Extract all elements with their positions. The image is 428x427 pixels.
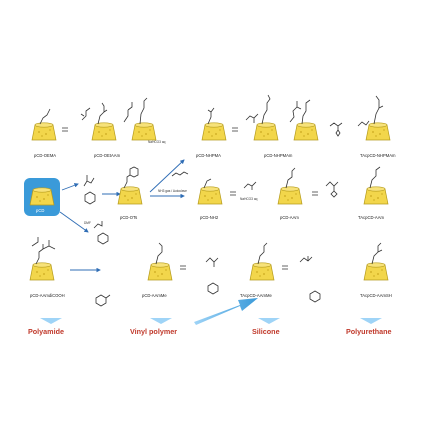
side-chain [207,107,215,125]
cd-unit [117,186,143,205]
side-chain [289,101,302,123]
side-chain [301,99,311,125]
anhydride-reagent [325,181,339,198]
side-chain [257,242,268,265]
equilibrium-arrow [232,127,238,132]
node-label: TAcpCD-AAmMe [240,293,272,298]
reagent-label: NaHCO3 aq [148,140,166,144]
reaction-arrow [149,159,185,193]
anhydride-reagent [93,221,109,245]
thio-reagent [299,256,321,303]
anhydride-reagent [95,294,111,307]
node-label: pCD-OEMA [34,153,56,158]
cd-unit [29,187,55,206]
acryl-reagent [243,181,257,190]
node-label: pCD-NH2 [200,215,219,220]
big-blue-arrow [194,298,258,325]
cd-unit [147,262,173,281]
down-arrow-icon [258,318,280,324]
cd-unit [91,122,117,141]
category-polyurethane: Polyurethane [346,327,392,336]
cd-unit [31,122,57,141]
side-chain [285,167,296,189]
node-label: pCD-AAmMe [142,293,167,298]
reaction-arrow [59,211,89,233]
cd-unit [363,262,389,281]
cd-unit [249,262,275,281]
cd-unit [277,186,303,205]
side-chain [35,240,56,265]
node-label: TAcpCD-AAmSH [360,293,392,298]
cd-unit [365,122,391,141]
side-chain [123,166,139,189]
node-label: pCD-NHPMA [196,153,221,158]
side-chain [155,242,163,265]
row-1: pCD-OEMA pCD-OEtAAm NaHCO3 aq pCD-NHPMA … [31,94,396,158]
side-chain [357,120,370,127]
cd-unit [293,122,319,141]
category-polyamide: Polyamide [28,327,64,336]
down-arrow-icon [150,318,172,324]
side-chain [261,94,271,125]
tosyl-reagent [83,175,96,205]
node-label: pCD-OTs [120,215,137,220]
reaction-arrow [61,183,79,191]
down-arrow-icon [40,318,62,324]
polymer-categories: Polyamide Vinyl polymer Silicone Polyure… [28,298,392,336]
reagent-label: NH3 gas / Autoclave [158,189,187,193]
cd-unit [363,186,389,205]
side-chain [371,242,383,265]
row-3: DMF pCD-AAmdiCOOH pCD-AAmMe TAcpCD-AAmMe… [29,211,392,307]
anhydride-reagent [205,257,219,295]
node-label: TAcpCD-NHPMAm [360,153,396,158]
node-label: pCD-AAm [280,215,299,220]
down-arrow-icon [360,318,382,324]
equilibrium-arrow [180,265,186,270]
side-chain [123,102,133,123]
row-2: pCD pCD-OTs NH3 gas / Autoclave pCD-NH2 … [24,159,389,220]
side-chain [39,108,51,125]
side-chain [80,107,91,121]
equilibrium-arrow [312,191,318,196]
node-label: pCD-AAmdiCOOH [30,293,65,298]
node-label: pCD-OEtAAm [94,153,121,158]
side-chain [97,102,108,125]
category-vinyl-polymer: Vinyl polymer [130,327,177,336]
cd-unit [131,122,157,141]
side-chain [369,166,381,189]
cd-unit [29,262,55,281]
cd-unit [253,122,279,141]
equilibrium-arrow [282,265,288,270]
cd-unit [201,122,227,141]
equilibrium-arrow [62,127,68,132]
side-chain [31,237,39,247]
side-chain [329,122,343,137]
node-label: pCD-NHPMAm [264,153,293,158]
side-chain [373,95,384,125]
reagent-label: NaHCO3 aq [240,197,258,201]
pcd-label: pCD [36,208,44,213]
category-silicone: Silicone [252,327,280,336]
side-chain [139,97,148,125]
side-chain [245,113,259,123]
node-label: TAcpCD-AAm [358,215,384,220]
equilibrium-arrow [230,191,236,196]
amine-reagent [171,171,189,177]
cd-unit [197,186,223,205]
side-chain [203,178,212,189]
reagent-label: DMF [84,221,91,225]
